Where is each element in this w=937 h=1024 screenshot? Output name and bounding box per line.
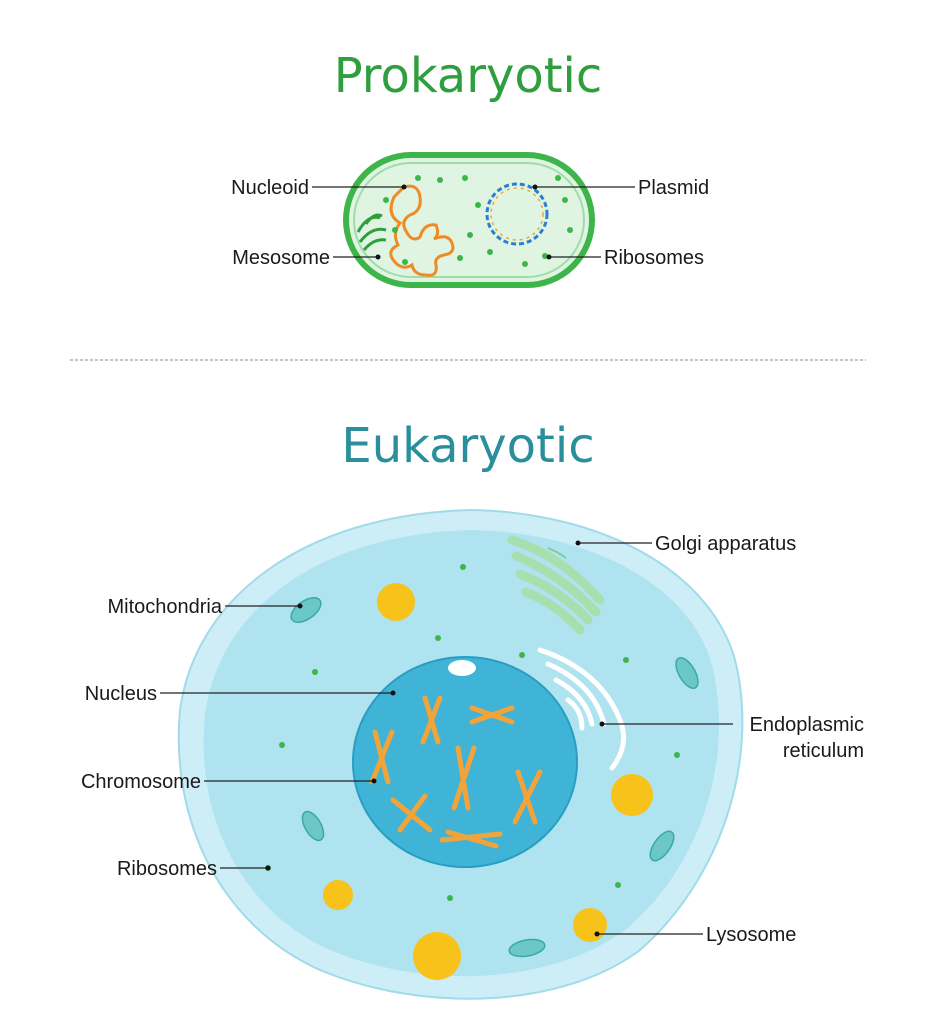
label-lysosome: Lysosome — [706, 924, 796, 946]
golgi-vesicle-line — [547, 547, 567, 559]
dot-eukaryotic-ribosomes — [265, 865, 271, 871]
prokaryotic-cell — [343, 152, 595, 288]
label-nucleoid: Nucleoid — [231, 177, 309, 199]
prokaryotic-title: Prokaryotic — [334, 48, 603, 104]
dot-nucleus — [390, 690, 396, 696]
lysosomes — [323, 583, 653, 980]
label-mesosome: Mesosome — [232, 247, 330, 269]
mesosome — [356, 213, 387, 251]
mitochondria — [290, 597, 699, 958]
label-er-line2: reticulum — [783, 740, 864, 762]
plasmid-inner — [490, 187, 544, 241]
label-plasmid: Plasmid — [638, 177, 709, 199]
endoplasmic-reticulum — [537, 647, 627, 771]
label-golgi: Golgi apparatus — [655, 533, 796, 555]
eukaryotic-title: Eukaryotic — [341, 418, 594, 474]
chromosomes — [369, 695, 543, 849]
label-prokaryotic-ribosomes: Ribosomes — [604, 247, 704, 269]
label-nucleus: Nucleus — [85, 683, 157, 705]
label-mitochondria: Mitochondria — [107, 596, 222, 618]
dot-golgi — [575, 540, 581, 546]
dot-er — [599, 721, 605, 727]
prokaryotic-inner-membrane — [353, 162, 585, 278]
prokaryotic-ribosomes — [383, 175, 573, 267]
dot-nucleoid — [401, 184, 407, 190]
dot-chromosome — [371, 778, 377, 784]
dot-plasmid — [532, 184, 538, 190]
eukaryotic-cell — [177, 508, 744, 1000]
label-eukaryotic-ribosomes: Ribosomes — [117, 858, 217, 880]
golgi-apparatus — [507, 535, 605, 635]
label-chromosome: Chromosome — [81, 771, 201, 793]
nucleolus-highlight — [448, 660, 476, 676]
dot-prokaryotic-ribosomes — [546, 254, 552, 260]
plasmid — [485, 182, 549, 246]
dot-mitochondria — [297, 603, 303, 609]
dot-lysosome — [594, 931, 600, 937]
nucleoid — [389, 184, 455, 277]
label-er-line1: Endoplasmic — [749, 714, 864, 736]
dot-mesosome — [375, 254, 381, 260]
prokaryotic-membrane — [343, 152, 595, 288]
